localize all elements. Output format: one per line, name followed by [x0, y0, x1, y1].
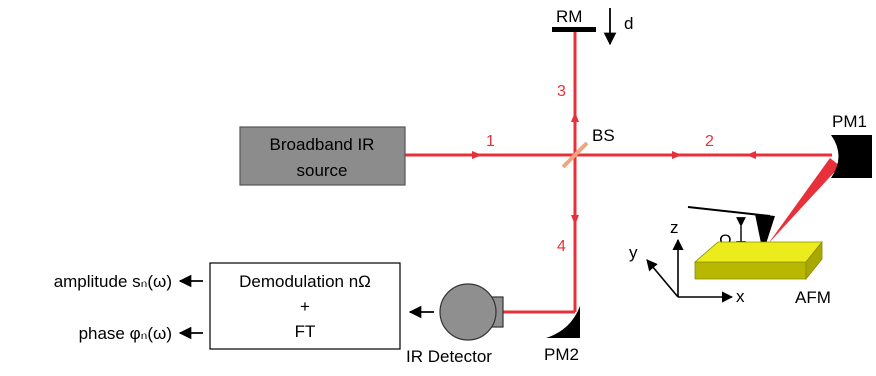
pm1-label: PM1 [832, 112, 867, 131]
detector-label: IR Detector [406, 347, 492, 366]
arrow-beam-2-back [746, 151, 756, 159]
ir-source-box [239, 126, 406, 186]
sample-top [693, 241, 823, 263]
beam-splitter [561, 141, 589, 169]
x-axis-label: x [736, 287, 745, 306]
z-axis-label: z [670, 218, 679, 237]
sample-right [805, 240, 823, 281]
arrow-beam-2-out [672, 151, 682, 159]
beam-focus-cone [768, 158, 840, 244]
amplitude-output: amplitude sₙ(ω) [54, 272, 172, 291]
phase-output: phase φₙ(ω) [79, 324, 172, 343]
beam-label-3: 3 [557, 83, 566, 100]
pm2-label: PM2 [544, 345, 579, 364]
reference-mirror [552, 27, 596, 32]
afm-tip [755, 214, 775, 253]
sample-side [694, 261, 807, 280]
parabolic-mirror-2 [546, 306, 580, 338]
processing-line1: Demodulation nΩ [239, 272, 371, 291]
beam-label-4: 4 [557, 238, 566, 255]
source-label-line1: Broadband IR [270, 135, 375, 154]
source-label-line2: source [296, 161, 347, 180]
arrow-beam-3 [571, 112, 579, 122]
afm-label: AFM [795, 288, 831, 307]
processing-line3: FT [295, 322, 316, 341]
beam-label-2: 2 [705, 133, 714, 150]
y-axis [646, 259, 679, 298]
rm-label: RM [556, 7, 582, 26]
demodulation-box [209, 262, 401, 350]
beam-paths [405, 30, 832, 314]
beam-direction-arrows [472, 112, 756, 225]
coordinate-axes [646, 238, 734, 303]
parabolic-mirror-1 [831, 135, 872, 178]
ir-detector [439, 283, 497, 341]
d-label: d [624, 14, 633, 33]
arrow-beam-4 [571, 215, 579, 225]
processing-line2: + [300, 297, 310, 316]
arrow-beam-1 [472, 151, 482, 159]
beam-label-1: 1 [486, 133, 495, 150]
bs-label: BS [592, 126, 615, 145]
y-axis-label: y [629, 243, 638, 262]
